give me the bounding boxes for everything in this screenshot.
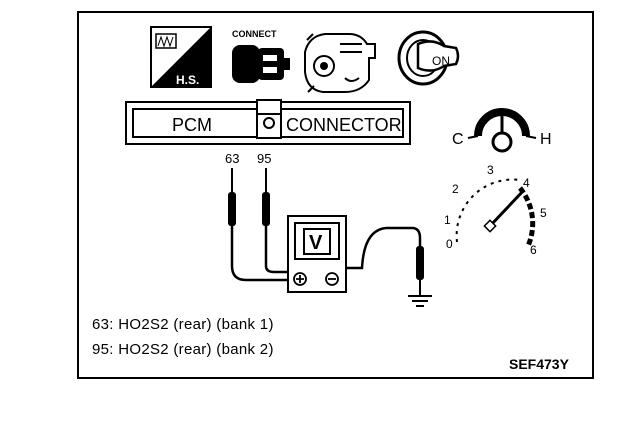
hot-label: H: [540, 131, 552, 148]
pcm-connector: PCM CONNECTOR: [125, 99, 411, 145]
hs-label: H.S.: [176, 73, 199, 87]
probe-95: [262, 168, 288, 274]
hot-surface-icon: H.S.: [150, 26, 212, 88]
legend-line-1: 63: HO2S2 (rear) (bank 1): [92, 316, 274, 333]
dial-tick-5: 5: [540, 206, 547, 220]
dial-tick-6: 6: [530, 243, 537, 257]
dial-tick-4: 4: [523, 176, 530, 190]
dial-tick-0: 0: [446, 237, 453, 251]
terminal-63-label: 63: [225, 151, 239, 166]
dial-tick-3: 3: [487, 163, 494, 177]
connector-label: CONNECTOR: [286, 115, 402, 135]
positive-terminal-icon: [293, 272, 307, 286]
dial-tick-1: 1: [444, 213, 451, 227]
terminal-95-label: 95: [257, 151, 271, 166]
cold-label: C: [452, 131, 464, 148]
voltmeter: V: [287, 215, 347, 293]
ground-icon: [408, 295, 432, 307]
probe-63: [228, 168, 288, 282]
temperature-gauge-icon: C H: [452, 108, 552, 153]
voltmeter-label: V: [309, 232, 323, 254]
connect-icon: CONNECT: [232, 29, 290, 83]
ignition-key-icon: ON: [397, 30, 460, 86]
pcm-label: PCM: [172, 115, 212, 135]
dial-gauge-icon: 0 1 2 3 4 5 6: [444, 163, 547, 257]
legend-line-2: 95: HO2S2 (rear) (bank 2): [92, 341, 274, 358]
figure-id: SEF473Y: [509, 356, 569, 372]
ignition-on-label: ON: [432, 54, 450, 68]
dial-tick-2: 2: [452, 182, 459, 196]
negative-terminal-icon: [325, 272, 339, 286]
engine-icon: [304, 33, 376, 93]
ground-lead: [346, 226, 424, 296]
connect-label: CONNECT: [232, 29, 277, 39]
